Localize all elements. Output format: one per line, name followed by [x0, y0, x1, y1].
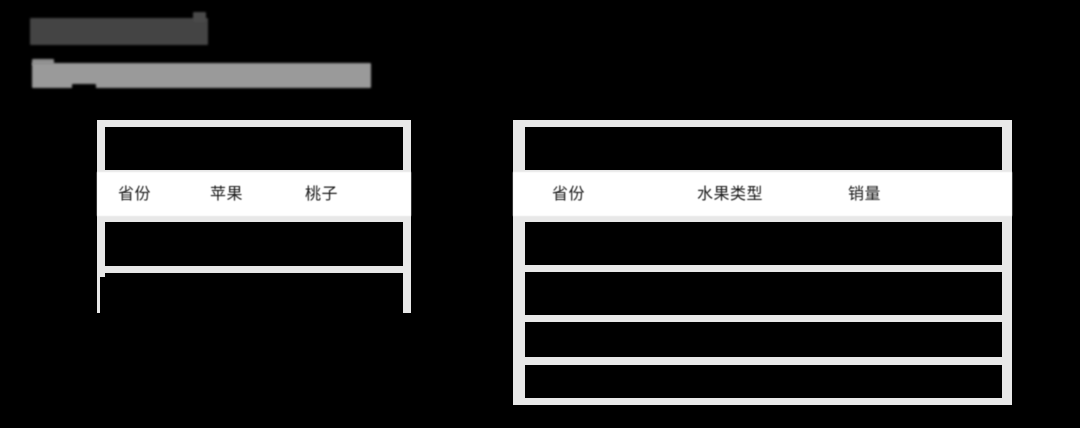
page-subtitle-redaction-block [32, 63, 371, 88]
column-header-peach[interactable]: 桃子 [305, 184, 339, 203]
column-header-province[interactable]: 省份 [118, 184, 152, 203]
wide-format-table: 省份 苹果 桃子 [97, 120, 411, 316]
page-title-redaction-notch [193, 12, 206, 22]
column-header-apple[interactable]: 苹果 [210, 184, 244, 203]
page-subtitle-redaction-notch-bottom [72, 84, 96, 92]
table-row-redacted [105, 273, 403, 313]
long-format-table-body: 省份 水果类型 销量 [513, 120, 1012, 405]
long-format-table: 省份 水果类型 销量 [513, 120, 1012, 405]
column-header-fruit-type[interactable]: 水果类型 [697, 184, 764, 203]
table-row-redacted [105, 127, 403, 170]
table-row-redacted [525, 365, 1002, 398]
table-row-redacted [105, 222, 403, 266]
table-row-redacted [525, 127, 1002, 170]
table-header-row: 省份 苹果 桃子 [97, 172, 411, 216]
page-subtitle-redaction-notch-top [32, 59, 54, 65]
table-row-redacted [525, 322, 1002, 357]
page-title-redaction-block [30, 18, 208, 45]
column-header-sales-volume[interactable]: 销量 [848, 184, 882, 203]
table-header-row: 省份 水果类型 销量 [513, 172, 1012, 216]
table-row-redacted [525, 222, 1002, 265]
column-header-province[interactable]: 省份 [552, 184, 586, 203]
table-row-redacted [525, 272, 1002, 315]
wide-format-table-body: 省份 苹果 桃子 [97, 120, 411, 316]
